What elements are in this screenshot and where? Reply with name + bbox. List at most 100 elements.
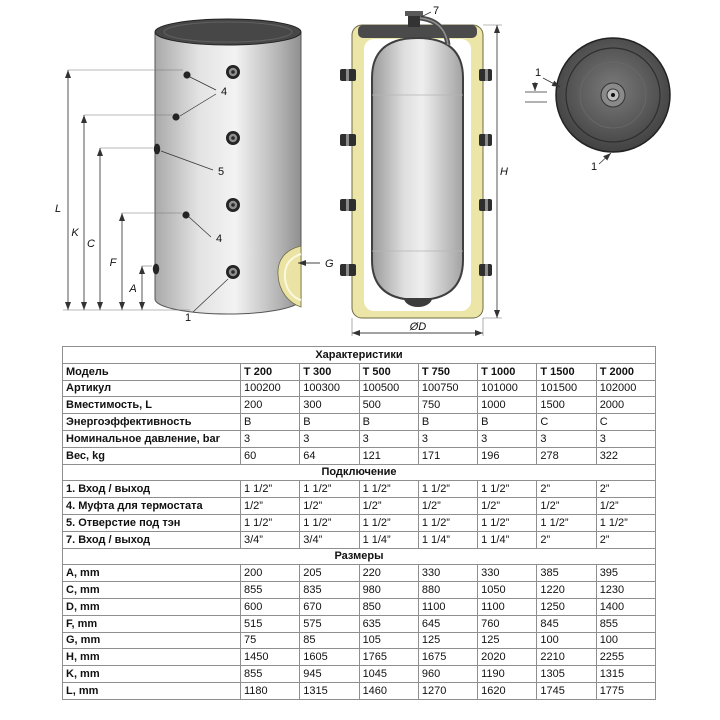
dim-label-K: K	[71, 227, 79, 239]
value-cell: 1 1/4”	[417, 530, 479, 549]
value-cell: 600	[239, 597, 301, 616]
value-cell: 100300	[299, 379, 360, 398]
row-label: Номинальное давление, bar	[62, 429, 241, 448]
value-cell: 1250	[536, 597, 597, 616]
value-cell: 1 1/2”	[417, 480, 479, 499]
value-cell: 100200	[239, 379, 301, 398]
value-cell: 500	[358, 396, 419, 415]
value-cell: 760	[477, 614, 538, 633]
value-cell: B	[477, 413, 538, 431]
value-cell: B	[299, 413, 360, 431]
value-cell: 515	[239, 614, 301, 633]
callout-4-upper: 4	[221, 86, 227, 98]
value-cell: 1270	[417, 681, 479, 700]
value-cell: 855	[239, 581, 301, 599]
value-cell: 1 1/2”	[358, 480, 419, 499]
value-cell: 1/2”	[536, 497, 597, 515]
callout-leaders	[160, 76, 229, 313]
bolt-connection	[226, 198, 240, 212]
row-label: Модель	[62, 362, 241, 381]
value-cell: 1315	[299, 681, 360, 700]
value-cell: 880	[417, 581, 479, 599]
value-cell: 1 1/2”	[477, 513, 538, 532]
callout-1-bottom: 1	[591, 161, 597, 173]
top-callout-marks	[525, 77, 561, 103]
value-cell: 1765	[358, 648, 419, 667]
value-cell: 75	[239, 631, 301, 650]
value-cell: 3	[239, 429, 301, 448]
value-cell: 980	[358, 581, 419, 599]
d-dimension: ØD	[351, 318, 484, 336]
value-cell: 330	[477, 564, 538, 583]
value-cell: 64	[299, 446, 360, 465]
row-label: C, mm	[62, 581, 241, 599]
thermostat-couplings	[152, 71, 191, 275]
coupling	[183, 71, 191, 79]
value-cell: 1400	[595, 597, 657, 616]
callout-1: 1	[185, 312, 191, 324]
row-label: D, mm	[62, 597, 241, 616]
value-cell: 2255	[595, 648, 657, 667]
value-cell: 1045	[358, 665, 419, 683]
value-cell: 3	[358, 429, 419, 448]
value-cell: 1 1/2”	[536, 513, 597, 532]
value-cell: T 200	[239, 362, 301, 381]
dim-label-A: A	[128, 283, 136, 295]
value-cell: 1/2”	[239, 497, 301, 515]
value-cell: 3/4”	[299, 530, 360, 549]
value-cell: 2”	[536, 530, 597, 549]
row-label: F, mm	[62, 614, 241, 633]
section-header-row: Размеры	[62, 547, 656, 566]
callout-4-lower: 4	[216, 233, 222, 245]
value-cell: 845	[536, 614, 597, 633]
side-view-diagram: L K C F A G 4 5 4 1	[55, 18, 334, 324]
value-cell: 1/2”	[417, 497, 479, 515]
value-cell: 2020	[477, 648, 538, 667]
value-cell: 105	[358, 631, 419, 650]
value-cell: 1050	[477, 581, 538, 599]
value-cell: T 1500	[536, 362, 597, 381]
bottom-callout-leader	[598, 152, 612, 165]
value-cell: 3	[477, 429, 538, 448]
value-cell: 1 1/4”	[358, 530, 419, 549]
row-label: Вместимость, L	[62, 396, 241, 415]
value-cell: 1 1/2”	[477, 480, 538, 499]
value-cell: 1/2”	[358, 497, 419, 515]
bolt-connection	[226, 131, 240, 145]
dimension-lines	[65, 70, 145, 310]
dim-label-L: L	[55, 203, 61, 215]
value-cell: 395	[595, 564, 657, 583]
section-view-diagram: 7 H ØD	[340, 5, 508, 336]
value-cell: 1745	[536, 681, 597, 700]
tank-top-view	[555, 37, 671, 153]
value-cell: 200	[239, 564, 301, 583]
value-cell: 2000	[595, 396, 657, 415]
value-cell: 855	[595, 614, 657, 633]
value-cell: 196	[477, 446, 538, 465]
value-cell: 645	[417, 614, 479, 633]
value-cell: 101500	[536, 379, 597, 398]
value-cell: 1775	[595, 681, 657, 700]
section-title: Подключение	[62, 463, 656, 482]
value-cell: 125	[477, 631, 538, 650]
value-cell: 3	[417, 429, 479, 448]
value-cell: C	[536, 413, 597, 431]
row-label: Вес, kg	[62, 446, 241, 465]
value-cell: 121	[358, 446, 419, 465]
value-cell: 330	[417, 564, 479, 583]
g-dimension: G	[298, 258, 334, 270]
value-cell: 125	[417, 631, 479, 650]
section-header-row: Подключение	[62, 463, 656, 482]
edge-coupling	[153, 143, 161, 155]
value-cell: 1500	[536, 396, 597, 415]
